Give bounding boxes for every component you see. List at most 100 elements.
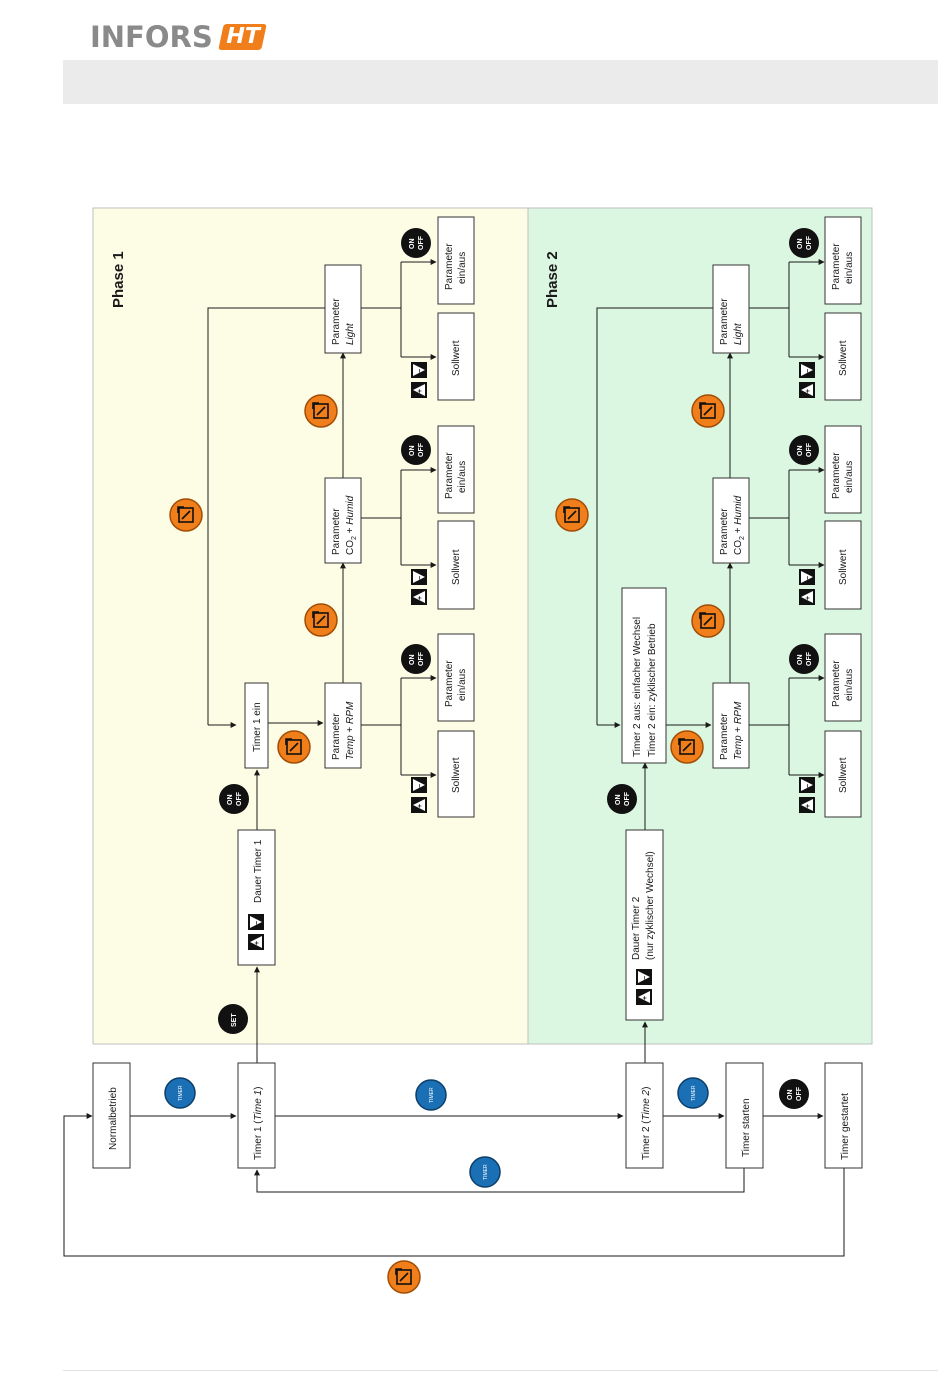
timer-button-label: TIMER [691,1085,697,1101]
off-label: OFF [624,791,631,806]
next-screen-button-icon [691,604,725,638]
phase2-mode-label2: Timer 2 ein: zyklischer Betrieb [647,623,658,757]
sollwert-label: Sollwert [838,340,849,376]
footer-line [63,1370,938,1371]
next-screen-glyph [313,612,329,628]
plus-minus-keys-icon: +− [411,777,427,813]
svg-text:−: − [805,576,812,580]
state-normalbetrieb: Normalbetrieb [92,1062,131,1169]
svg-text:+: + [805,804,812,808]
ein-aus-label-1: Parameter [831,243,842,290]
off-label: OFF [418,651,425,666]
parameter-label: Parameter [719,508,730,555]
off-label: OFF [796,1086,803,1101]
next-screen-glyph [700,613,716,629]
plus-minus-keys-icon: +− [248,914,264,950]
svg-text:−: − [254,921,261,925]
phase2-sollwert-box-3: Sollwert [824,312,862,401]
sollwert-label: Sollwert [838,757,849,793]
off-label: OFF [418,235,425,250]
phase1-dauer-label: Dauer Timer 1 [253,839,264,903]
parameter-name: CO2 + Humid [345,495,358,555]
off-label: OFF [236,791,243,806]
ein-aus-label-1: Parameter [831,452,842,499]
sollwert-label: Sollwert [838,549,849,585]
svg-text:+: + [805,389,812,393]
plus-minus-keys-icon: +− [636,969,652,1005]
plus-minus-keys-icon: +− [411,569,427,605]
next-screen-button-icon [169,498,203,532]
parameter-name: Light [733,322,744,345]
svg-text:+: + [254,941,261,945]
sollwert-label: Sollwert [451,340,462,376]
next-screen-glyph [178,507,194,523]
next-screen-button-icon [304,394,338,428]
next-screen-button-icon [670,730,704,764]
sollwert-label: Sollwert [451,549,462,585]
svg-text:−: − [417,784,424,788]
plus-minus-keys-icon: +− [799,569,815,605]
state-timer-starten: Timer starten [725,1062,764,1169]
on-label: ON [409,239,416,250]
timer1-label: Timer 1 (Time 1) [253,1087,264,1160]
timer-starten-label: Timer starten [741,1098,752,1157]
parameter-label: Parameter [331,713,342,760]
next-screen-button-icon [387,1260,421,1294]
timer-button-label: TIMER [483,1164,489,1180]
svg-text:+: + [417,804,424,808]
phase2-mode-box: Timer 2 aus: einfacher Wechsel Timer 2 e… [621,587,667,764]
next-screen-glyph [286,739,302,755]
ein-aus-label-1: Parameter [444,243,455,290]
header-bar [63,60,938,104]
phase2-mode-label1: Timer 2 aus: einfacher Wechsel [632,617,643,757]
state-timer2: Timer 2 (Time 2) [625,1062,664,1169]
timer-button-label: TIMER [429,1087,435,1103]
plus-minus-keys-icon: +− [799,777,815,813]
infors-ht-logo: INFORS HT [90,20,267,54]
phase2-title: Phase 2 [544,251,561,308]
on-label: ON [409,655,416,666]
off-label: OFF [806,235,813,250]
next-screen-button-icon [277,730,311,764]
phase2-sollwert-box-2: Sollwert [824,520,862,610]
state-timer-gestartet: Timer gestartet [824,1062,863,1169]
ein-aus-label-1: Parameter [831,660,842,707]
svg-text:−: − [417,369,424,373]
ein-aus-label-2: ein/aus [844,461,855,493]
ein-aus-label-1: Parameter [444,452,455,499]
svg-text:+: + [642,996,649,1000]
phase2-sollwert-box-1: Sollwert [824,730,862,818]
off-label: OFF [806,442,813,457]
timer-button-icon: TIMER [415,1079,447,1111]
ein-aus-label-1: Parameter [444,660,455,707]
parameter-name: Temp + RPM [345,701,356,760]
normalbetrieb-label: Normalbetrieb [108,1087,119,1150]
plus-minus-keys-icon: +− [799,362,815,398]
svg-text:−: − [805,784,812,788]
next-screen-glyph [313,403,329,419]
phase2-dauer-label1: Dauer Timer 2 [631,896,642,960]
logo-text: INFORS [90,20,213,54]
ein-aus-label-2: ein/aus [457,252,468,284]
svg-text:+: + [805,596,812,600]
svg-text:−: − [417,576,424,580]
parameter-label: Parameter [719,713,730,760]
connector-lines [63,259,845,1257]
phase1-timer-ein-label: Timer 1 ein [252,702,263,752]
timer-button-icon: TIMER [164,1077,196,1109]
